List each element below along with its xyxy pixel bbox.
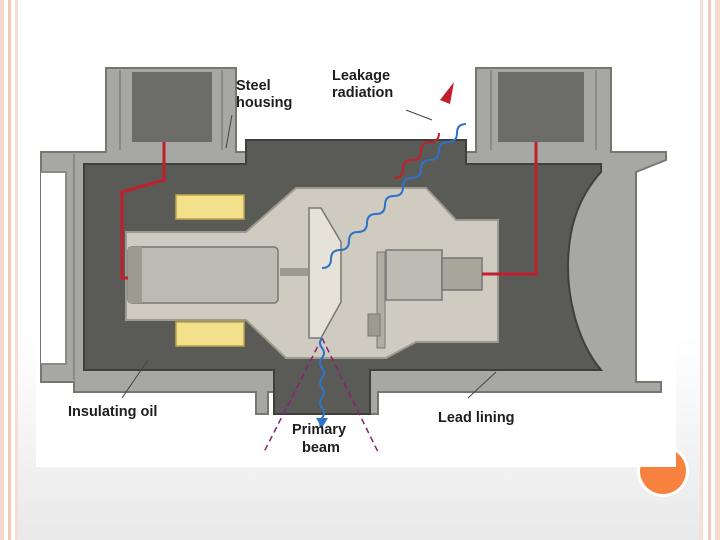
anode-disk xyxy=(308,207,342,339)
wiring-right xyxy=(482,142,538,276)
label-leakage-radiation: Leakage radiation xyxy=(332,68,394,101)
xray-tube-diagram: Steel housing Leakage radiation Insulati… xyxy=(36,42,676,467)
label-steel-housing: Steel housing xyxy=(236,78,292,111)
cathode-cylinder xyxy=(127,246,279,304)
slide-border-left xyxy=(0,0,24,540)
label-insulating-oil: Insulating oil xyxy=(68,404,157,420)
label-primary-beam: Primary beam xyxy=(292,422,350,456)
label-lead-lining: Lead lining xyxy=(438,410,515,426)
primary-beam-cone xyxy=(263,337,379,453)
leakage-radiation-arrowhead xyxy=(440,82,454,104)
focusing-coil-bottom xyxy=(175,321,245,347)
wiring-left xyxy=(120,142,166,280)
anode-rotor xyxy=(385,249,443,301)
focusing-coil-top xyxy=(175,194,245,220)
leakage-radiation-wave xyxy=(321,123,467,269)
primary-beam-wave xyxy=(319,337,325,429)
slide-border-right xyxy=(684,0,720,540)
primary-beam-arrowhead xyxy=(316,418,328,428)
